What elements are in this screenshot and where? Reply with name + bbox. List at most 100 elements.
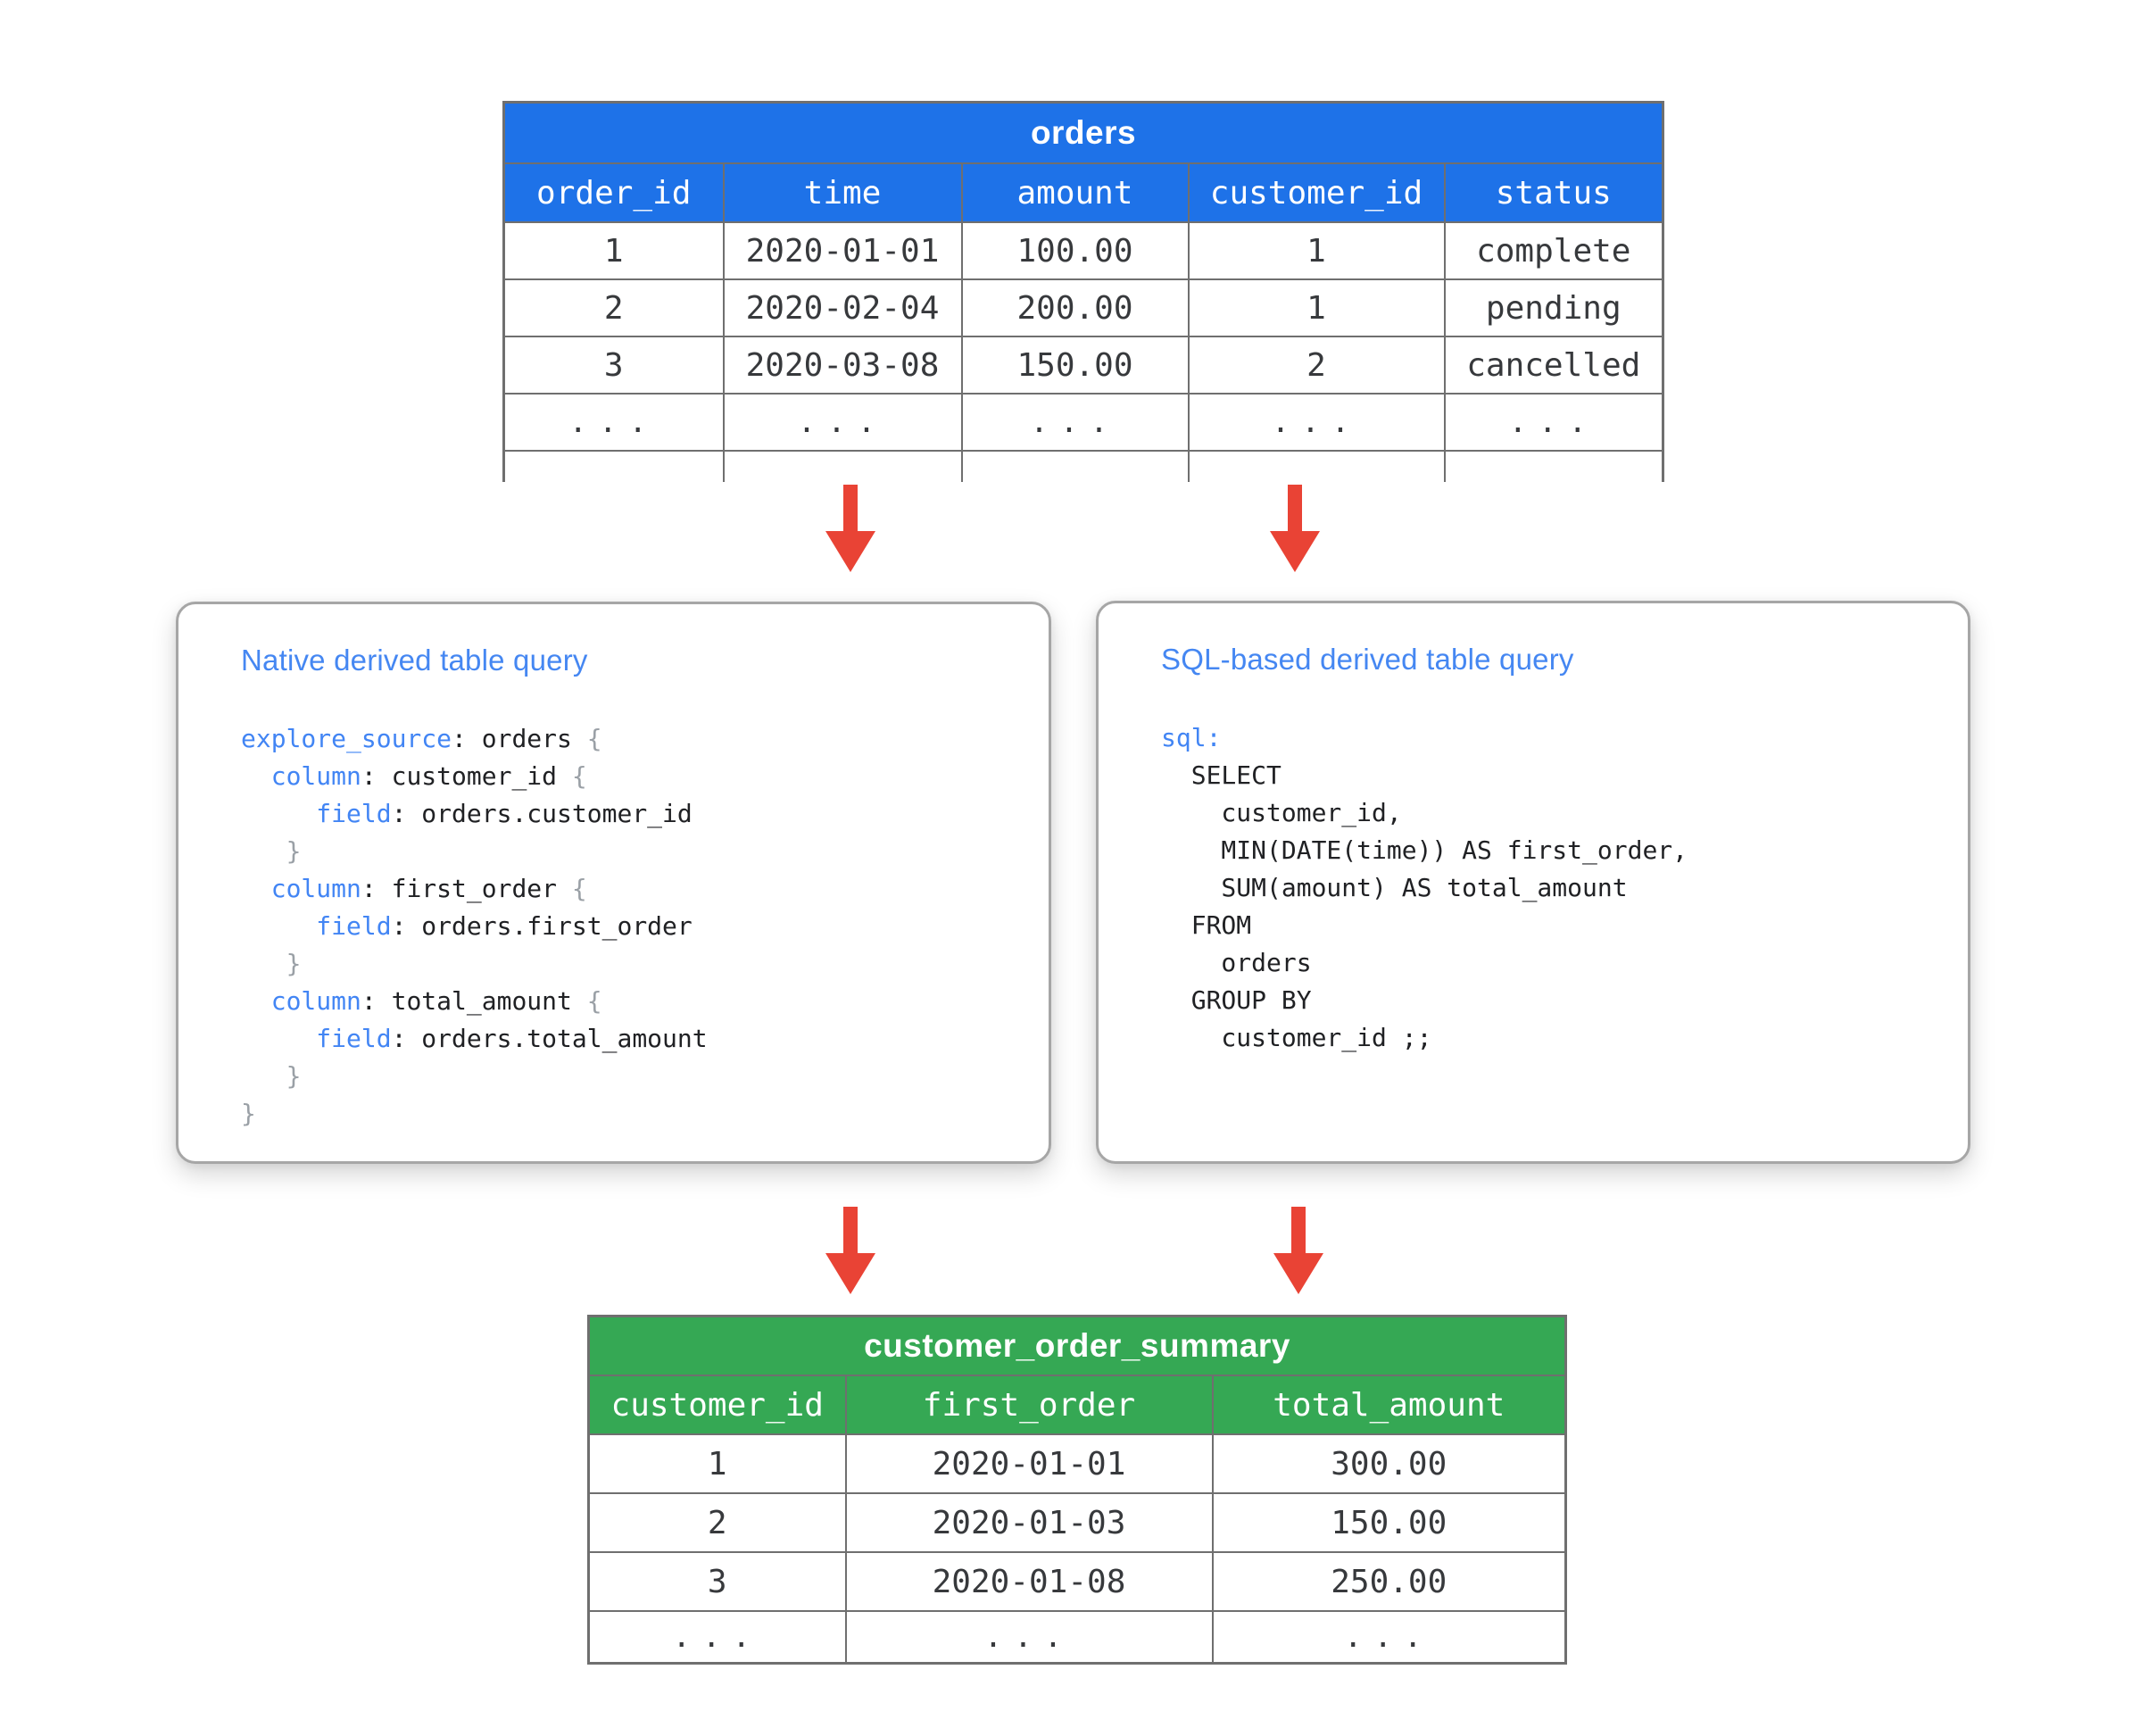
table-cell [960, 450, 1190, 482]
table-title: orders [502, 101, 1664, 164]
table-title-row: orders [502, 101, 1664, 164]
table-cell: 2 [502, 278, 725, 337]
code-line: explore_source: orders { [241, 724, 602, 753]
down-arrow-icon [1273, 1207, 1323, 1294]
table-cell: ... [960, 393, 1190, 452]
table-cell: ... [1443, 393, 1664, 452]
table-cell: 3 [502, 336, 725, 395]
table-cell: 2 [1187, 336, 1446, 395]
table-cell [1187, 450, 1446, 482]
column-header: customer_id [1187, 162, 1446, 223]
table-title-row: customer_order_summary [587, 1315, 1567, 1376]
code-line: customer_id, [1161, 798, 1402, 827]
code-line: SELECT [1161, 760, 1282, 790]
code-line: } [241, 1099, 256, 1128]
table-cell: 2 [587, 1492, 847, 1553]
arrow-head [1273, 1253, 1323, 1294]
table-cell: 2020-03-08 [722, 336, 963, 395]
table-title: customer_order_summary [587, 1315, 1567, 1376]
sql-derived-table-box: SQL-based derived table query sql: SELEC… [1096, 601, 1970, 1164]
table-cell: 1 [1187, 278, 1446, 337]
partial-cutoff-row [502, 450, 1664, 482]
table-cell: ... [844, 1610, 1214, 1665]
column-header: customer_id [587, 1375, 847, 1435]
arrow-head [825, 531, 875, 572]
table-cell: ... [587, 1610, 847, 1665]
table-cell: 250.00 [1211, 1551, 1567, 1612]
code-line: column: customer_id { [270, 761, 587, 791]
native-box-title: Native derived table query [241, 644, 588, 677]
table-cell: ... [722, 393, 963, 452]
table-row: ............... [502, 393, 1664, 452]
table-cell: 2020-01-01 [722, 221, 963, 280]
code-line: sql: [1161, 723, 1222, 752]
table-cell: 150.00 [1211, 1492, 1567, 1553]
table-cell: 300.00 [1211, 1433, 1567, 1494]
table-cell: 3 [587, 1551, 847, 1612]
table-cell: 100.00 [960, 221, 1190, 280]
sql-box-code: sql: SELECT customer_id, MIN(DATE(time))… [1161, 719, 1688, 1057]
down-arrow-icon [1270, 485, 1320, 572]
code-line: orders [1161, 948, 1312, 977]
native-box-code: explore_source: orders { column: custome… [241, 720, 708, 1133]
table-cell: 2020-01-08 [844, 1551, 1214, 1612]
column-header: status [1443, 162, 1664, 223]
code-line: GROUP BY [1161, 985, 1312, 1015]
arrow-head [1270, 531, 1320, 572]
code-line: MIN(DATE(time)) AS first_order, [1161, 835, 1688, 865]
column-header: total_amount [1211, 1375, 1567, 1435]
code-line: } [286, 1061, 302, 1091]
table-cell: 200.00 [960, 278, 1190, 337]
arrow-stem [843, 485, 858, 531]
table-cell: cancelled [1443, 336, 1664, 395]
arrow-stem [1291, 1207, 1306, 1253]
arrow-stem [1288, 485, 1302, 531]
table-cell: 2020-01-01 [844, 1433, 1214, 1494]
table-cell: ... [502, 393, 725, 452]
table-cell: 1 [502, 221, 725, 280]
down-arrow-icon [825, 485, 875, 572]
table-row: ......... [587, 1610, 1567, 1665]
code-line: SUM(amount) AS total_amount [1161, 873, 1628, 902]
table-cell: 1 [587, 1433, 847, 1494]
table-cell [1443, 450, 1664, 482]
sql-box-title: SQL-based derived table query [1161, 643, 1574, 676]
down-arrow-icon [825, 1207, 875, 1294]
code-line: column: first_order { [270, 874, 587, 903]
code-line: field: orders.first_order [316, 911, 693, 941]
table-cell: complete [1443, 221, 1664, 280]
table-cell: ... [1211, 1610, 1567, 1665]
code-line: FROM [1161, 910, 1252, 940]
table-cell: ... [1187, 393, 1446, 452]
code-line: } [286, 949, 302, 978]
native-derived-table-box: Native derived table query explore_sourc… [176, 602, 1051, 1164]
code-line: customer_id ;; [1161, 1023, 1432, 1052]
table-cell: 2020-01-03 [844, 1492, 1214, 1553]
table-cell [502, 450, 725, 482]
column-header: time [722, 162, 963, 223]
code-line: column: total_amount { [270, 986, 602, 1016]
table-cell: 2020-02-04 [722, 278, 963, 337]
arrow-head [825, 1253, 875, 1294]
code-line: } [286, 836, 302, 866]
arrow-stem [843, 1207, 858, 1253]
table-cell: 150.00 [960, 336, 1190, 395]
code-line: field: orders.total_amount [316, 1024, 708, 1053]
code-line: field: orders.customer_id [316, 799, 693, 828]
column-header: first_order [844, 1375, 1214, 1435]
column-header: order_id [502, 162, 725, 223]
table-cell: pending [1443, 278, 1664, 337]
column-header: amount [960, 162, 1190, 223]
table-cell: 1 [1187, 221, 1446, 280]
